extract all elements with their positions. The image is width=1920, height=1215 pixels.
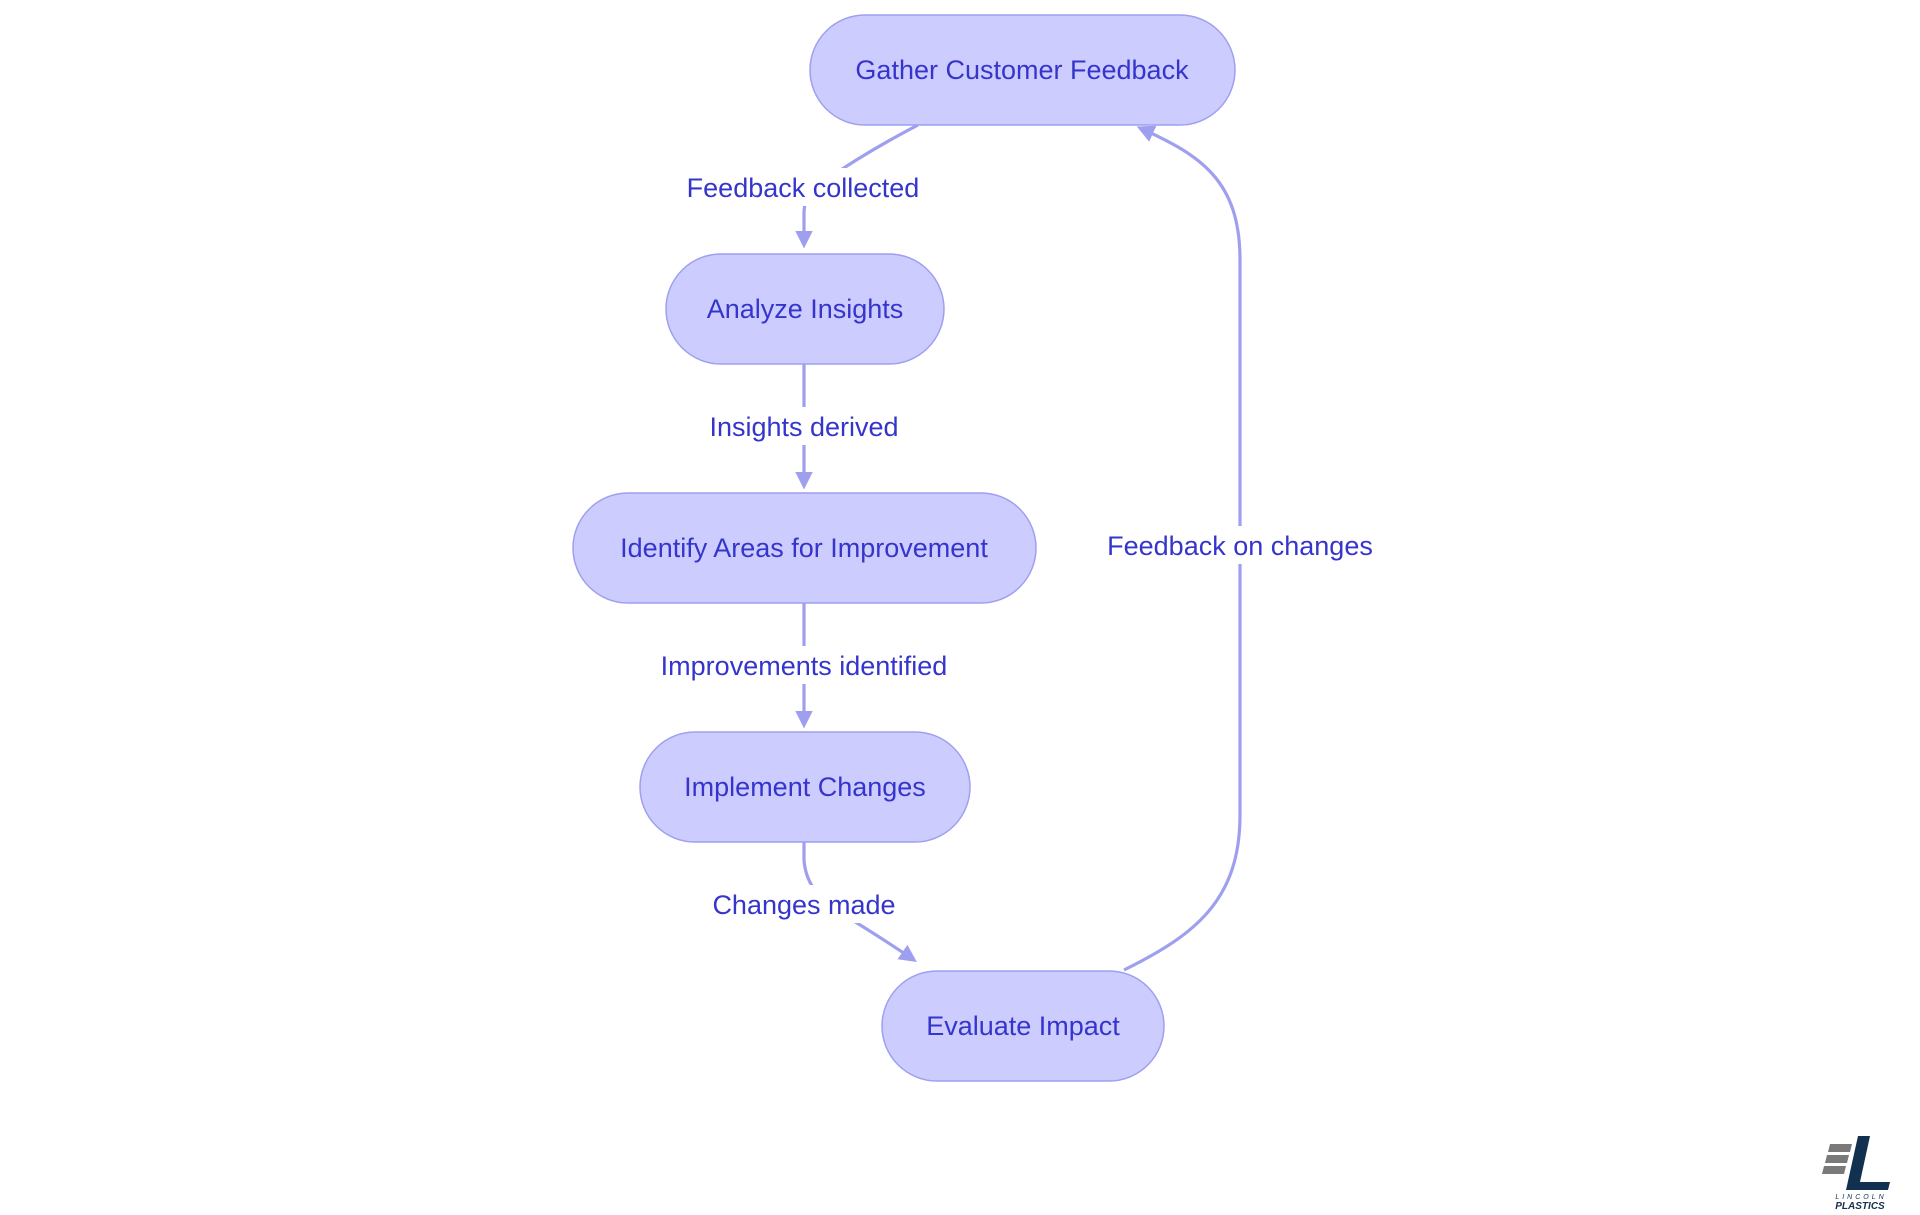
edge-analyze-to-identify: Insights derived	[700, 364, 908, 490]
node-label: Analyze Insights	[707, 294, 904, 324]
node-identify-areas-for-improvement: Identify Areas for Improvement	[572, 492, 1037, 604]
node-gather-customer-feedback: Gather Customer Feedback	[809, 14, 1236, 126]
edge-gather-to-analyze: Feedback collected	[675, 123, 931, 249]
edge-label-bg	[706, 885, 902, 923]
node-label: Implement Changes	[684, 772, 926, 802]
logo-l-mark	[1846, 1136, 1890, 1190]
logo-line2: PLASTICS	[1835, 1201, 1885, 1212]
node-label: Identify Areas for Improvement	[620, 533, 988, 563]
node-shape	[639, 731, 971, 843]
edge-label-bg	[700, 407, 908, 445]
edge-identify-to-implement: Improvements identified	[648, 603, 960, 729]
node-label: Gather Customer Feedback	[855, 55, 1189, 85]
edge-label-feedback-on-changes: Feedback on changes	[1107, 531, 1373, 561]
logo-line1: LINCOLN	[1835, 1194, 1886, 1201]
logo-gray-bar	[1825, 1155, 1849, 1163]
edge-label-feedback-collected: Feedback collected	[687, 173, 920, 203]
edge-label-bg	[1102, 526, 1378, 564]
node-shape	[572, 492, 1037, 604]
lincoln-plastics-logo: LINCOLN PLASTICS	[1822, 1136, 1890, 1212]
node-shape	[809, 14, 1236, 126]
edge-label-insights-derived: Insights derived	[709, 412, 898, 442]
edge-label-bg	[675, 168, 931, 206]
node-shape	[665, 253, 945, 365]
logo-gray-bar	[1828, 1144, 1852, 1152]
edge-evaluate-to-gather: Feedback on changes	[1102, 125, 1378, 972]
node-implement-changes: Implement Changes	[639, 731, 971, 843]
edge-label-improvements-identified: Improvements identified	[661, 651, 948, 681]
node-evaluate-impact: Evaluate Impact	[881, 970, 1165, 1082]
edge-label-changes-made: Changes made	[712, 890, 895, 920]
logo-gray-bar	[1822, 1166, 1846, 1174]
edge-implement-to-evaluate: Changes made	[706, 842, 917, 962]
edge-line-feedback-on-changes	[1123, 125, 1242, 972]
node-analyze-insights: Analyze Insights	[665, 253, 945, 365]
node-shape	[881, 970, 1165, 1082]
node-label: Evaluate Impact	[926, 1011, 1120, 1041]
edge-label-bg	[648, 646, 960, 684]
